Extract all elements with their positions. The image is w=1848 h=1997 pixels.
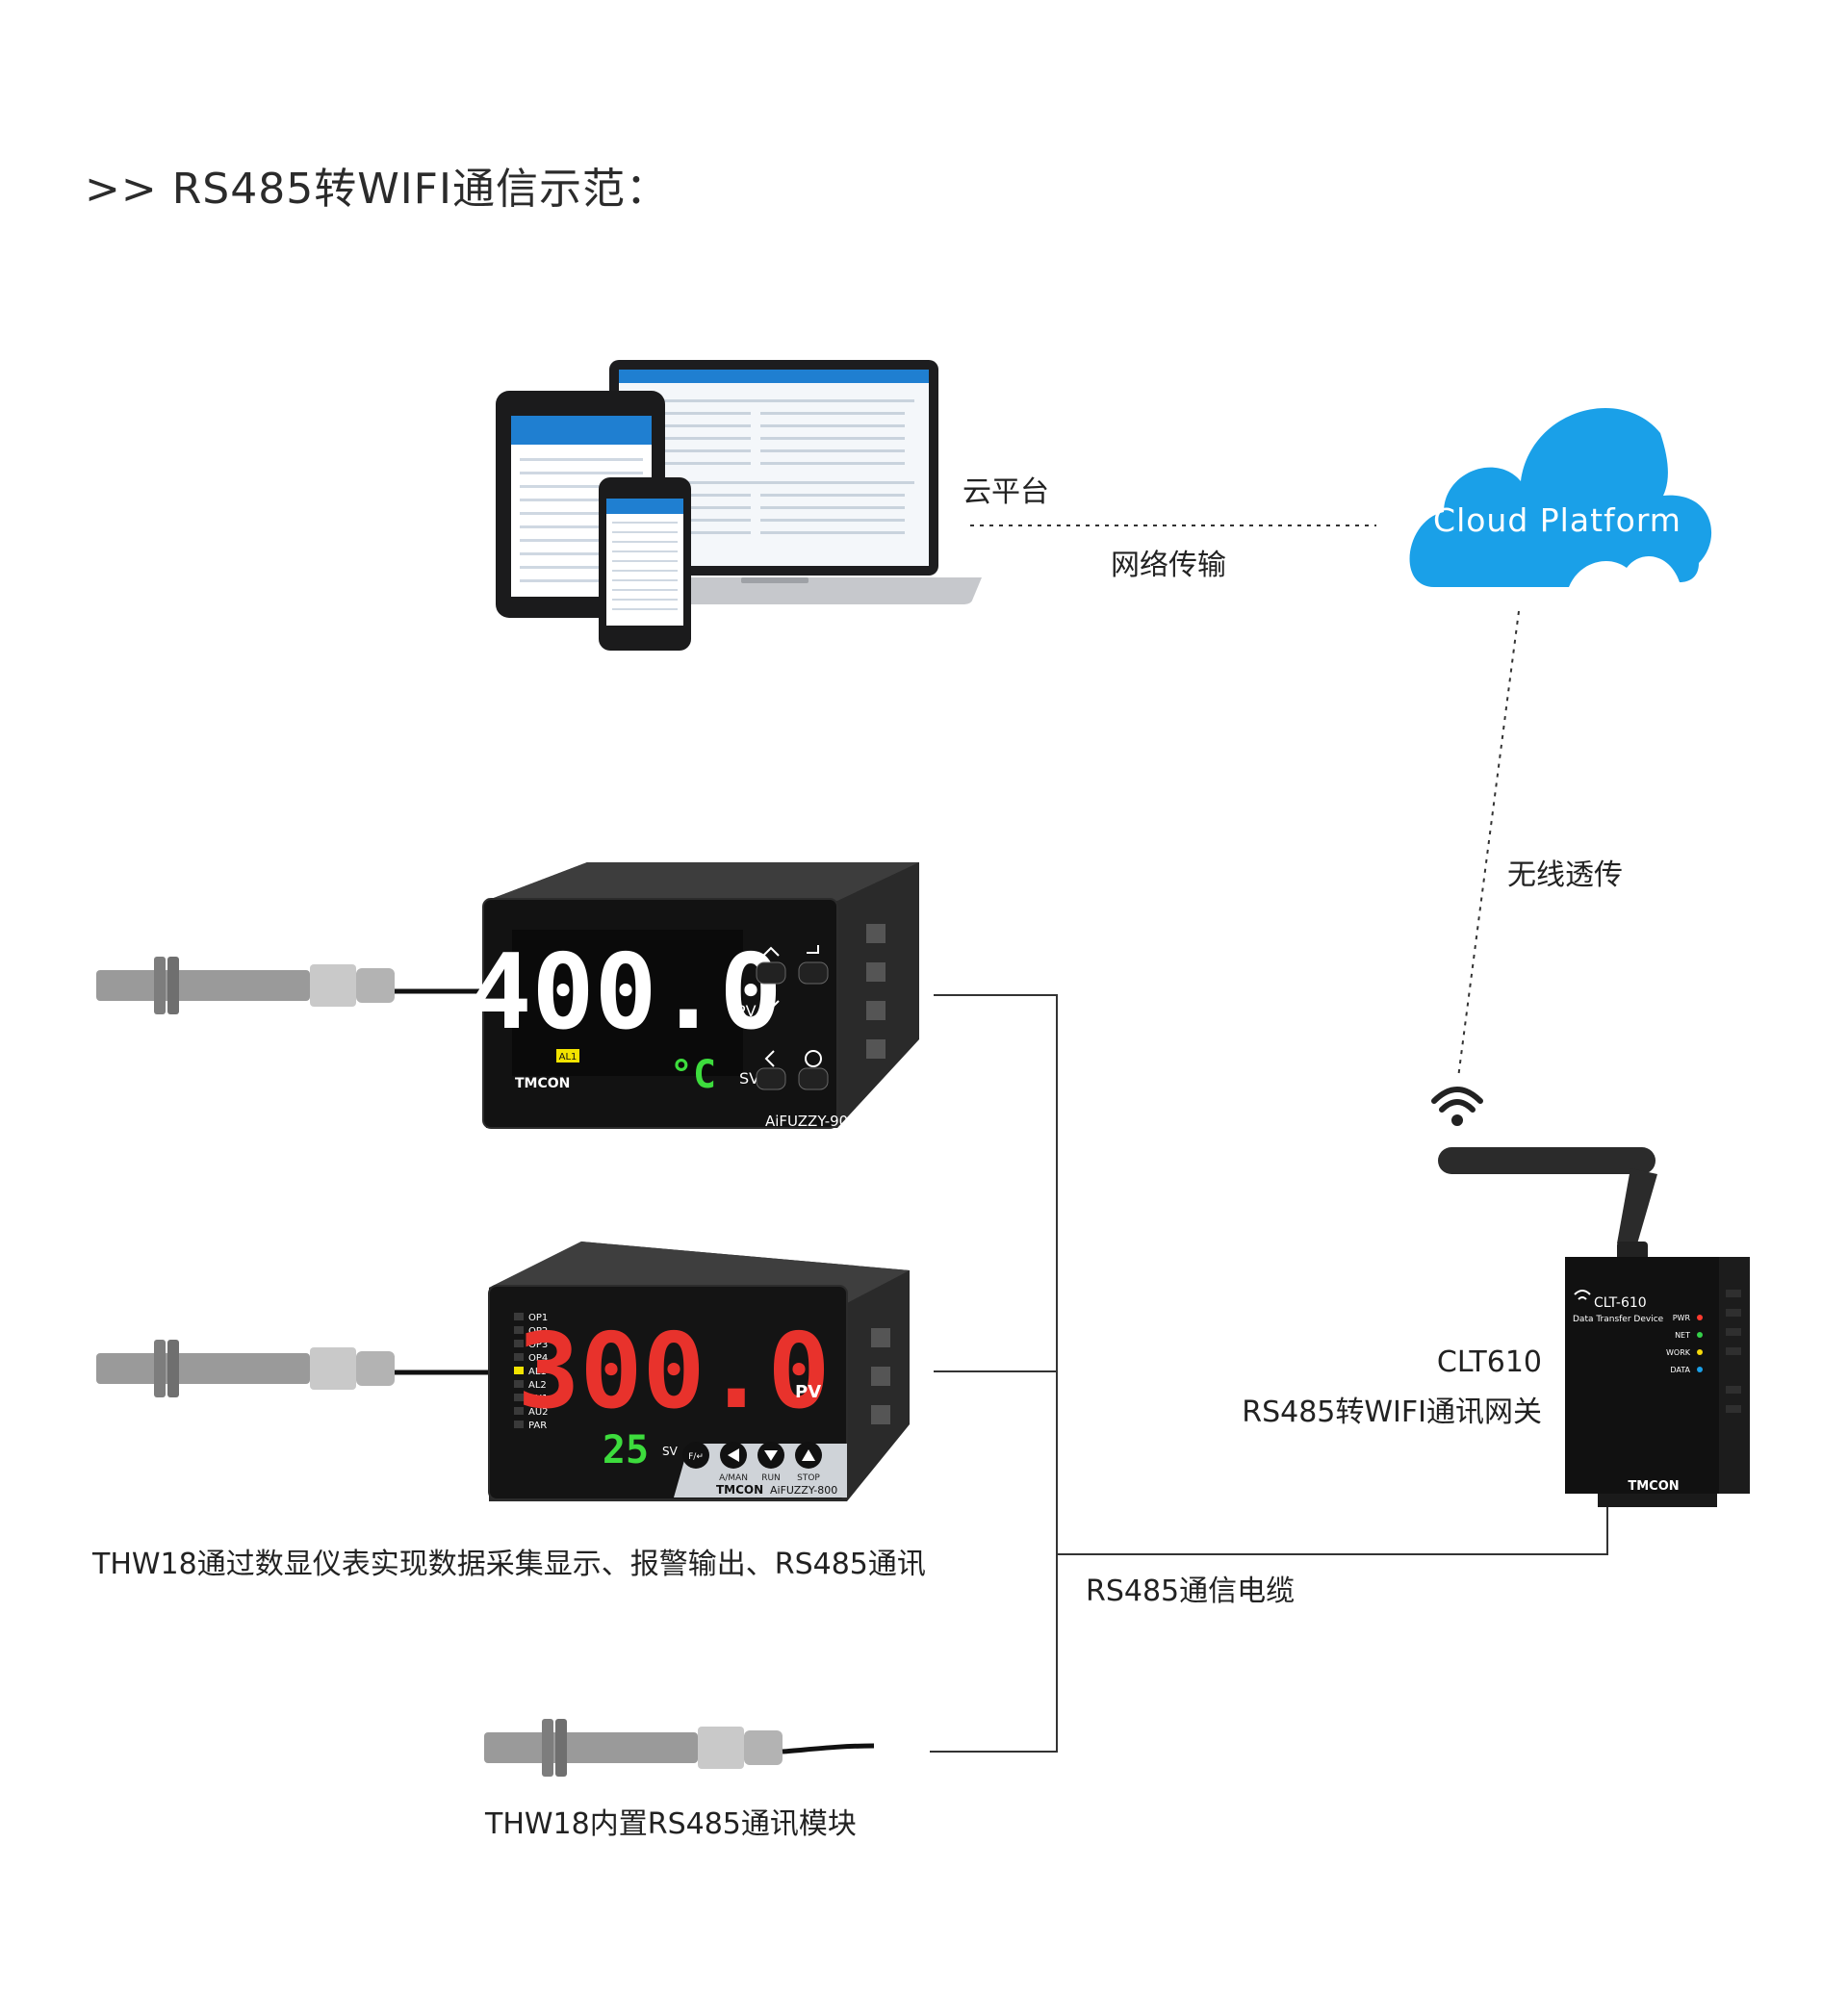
wireless-transfer-line bbox=[1457, 610, 1520, 1079]
phone bbox=[599, 477, 691, 651]
meter2-key-aman: A/MAN bbox=[719, 1473, 748, 1483]
gateway-led bbox=[1697, 1367, 1703, 1372]
meter2-indicator-lamp bbox=[514, 1380, 524, 1388]
meter1-model: AiFUZZY-900 bbox=[765, 1113, 858, 1130]
sensor-1 bbox=[96, 957, 481, 1014]
meter2-indicator-lamp bbox=[514, 1367, 524, 1374]
meter-aifuzzy-900: 400.0 PV SV °C AL1 TMCON AiFUZZY-900 bbox=[469, 862, 919, 1130]
page-title: >> RS485转WIFI通信示范： bbox=[85, 165, 669, 214]
meter2-indicator-lamp bbox=[514, 1326, 524, 1334]
meter-caption: THW18通过数显仪表实现数据采集显示、报警输出、RS485通讯 bbox=[92, 1548, 926, 1581]
rs485-bus-line bbox=[930, 994, 1058, 1753]
connection-lines bbox=[930, 525, 1608, 1753]
meter2-indicator-label: OP1 bbox=[528, 1313, 548, 1323]
cloud-platform-label: Cloud Platform bbox=[1433, 501, 1681, 539]
gateway-desc-label: RS485转WIFI通讯网关 bbox=[1242, 1395, 1542, 1429]
meter1-pv-label: PV bbox=[736, 1002, 757, 1020]
meter2-indicator-label: OP4 bbox=[528, 1353, 548, 1364]
sensor-3 bbox=[484, 1719, 875, 1777]
meter2-pv-label: PV bbox=[795, 1382, 821, 1402]
meter2-indicator-lamp bbox=[514, 1313, 524, 1320]
meter2-indicator-label: AL1 bbox=[528, 1367, 547, 1377]
gateway-led-label: PWR bbox=[1673, 1314, 1691, 1322]
meter2-brand: TMCON bbox=[716, 1483, 763, 1497]
sensor-caption: THW18内置RS485通讯模块 bbox=[485, 1807, 857, 1841]
meter2-key-run: RUN bbox=[761, 1473, 781, 1483]
gateway-led-label: WORK bbox=[1666, 1348, 1691, 1357]
meter1-unit: °C bbox=[670, 1053, 716, 1097]
meter1-pv-display: 400.0 bbox=[469, 933, 782, 1053]
network-transfer-label: 网络传输 bbox=[1111, 549, 1226, 582]
meter2-pv-display: 300.0 bbox=[517, 1312, 830, 1432]
gateway-led-label: NET bbox=[1675, 1331, 1690, 1340]
meter2-key-f: F/↵ bbox=[688, 1452, 704, 1462]
meter2-indicator-label: OP2 bbox=[528, 1326, 548, 1337]
cloud-icon: Cloud Platform bbox=[1409, 407, 1712, 587]
meter2-sv-label: SV bbox=[662, 1445, 679, 1458]
meter2-indicator-lamp bbox=[514, 1421, 524, 1428]
meter2-model: AiFUZZY-800 bbox=[770, 1484, 837, 1497]
wireless-transfer-label: 无线透传 bbox=[1507, 858, 1623, 892]
meter1-sv-label: SV bbox=[739, 1069, 759, 1088]
gateway-wifi-icon bbox=[1574, 1290, 1591, 1300]
gateway-device-model: CLT-610 bbox=[1594, 1295, 1647, 1311]
meter2-indicator-label: AU1 bbox=[528, 1394, 549, 1404]
gateway-model-label: CLT610 bbox=[1436, 1345, 1542, 1379]
cloud-platform-cn-label: 云平台 bbox=[962, 475, 1049, 509]
sensor-2 bbox=[96, 1340, 491, 1397]
meter2-indicator-label: OP3 bbox=[528, 1340, 548, 1350]
gateway-led bbox=[1697, 1349, 1703, 1355]
meter2-keys[interactable] bbox=[682, 1442, 822, 1469]
gateway-led-label: DATA bbox=[1670, 1366, 1690, 1374]
wifi-icon bbox=[1431, 1087, 1483, 1126]
gateway-led bbox=[1697, 1332, 1703, 1338]
gateway-leds: PWR NET WORK DATA bbox=[1666, 1314, 1703, 1374]
gateway-brand: TMCON bbox=[1628, 1479, 1679, 1494]
meter1-brand: TMCON bbox=[515, 1076, 570, 1091]
meter2-indicator-lamp bbox=[514, 1353, 524, 1361]
meter2-indicator-label: AL2 bbox=[528, 1380, 547, 1391]
gateway-device-desc: Data Transfer Device bbox=[1573, 1315, 1664, 1324]
meter2-sv-display: 25 bbox=[603, 1428, 649, 1472]
meter2-indicator-lamp bbox=[514, 1407, 524, 1415]
meter2-indicator-lamp bbox=[514, 1340, 524, 1347]
meter1-keys[interactable] bbox=[756, 945, 829, 1090]
meter2-indicator-label: PAR bbox=[528, 1421, 547, 1431]
meter1-al1-indicator: AL1 bbox=[559, 1052, 578, 1063]
rs485-cable-label: RS485通信电缆 bbox=[1086, 1575, 1296, 1608]
gateway-clt610: CLT-610 Data Transfer Device PWR NET WORK D… bbox=[1438, 1147, 1750, 1507]
meter2-indicator-lamp bbox=[514, 1394, 524, 1401]
meter2-indicator-label: AU2 bbox=[528, 1407, 549, 1418]
meter2-key-stop: STOP bbox=[797, 1473, 820, 1483]
gateway-led bbox=[1697, 1315, 1703, 1320]
client-devices bbox=[496, 360, 982, 651]
rs485-branch-gateway bbox=[1057, 1501, 1608, 1555]
